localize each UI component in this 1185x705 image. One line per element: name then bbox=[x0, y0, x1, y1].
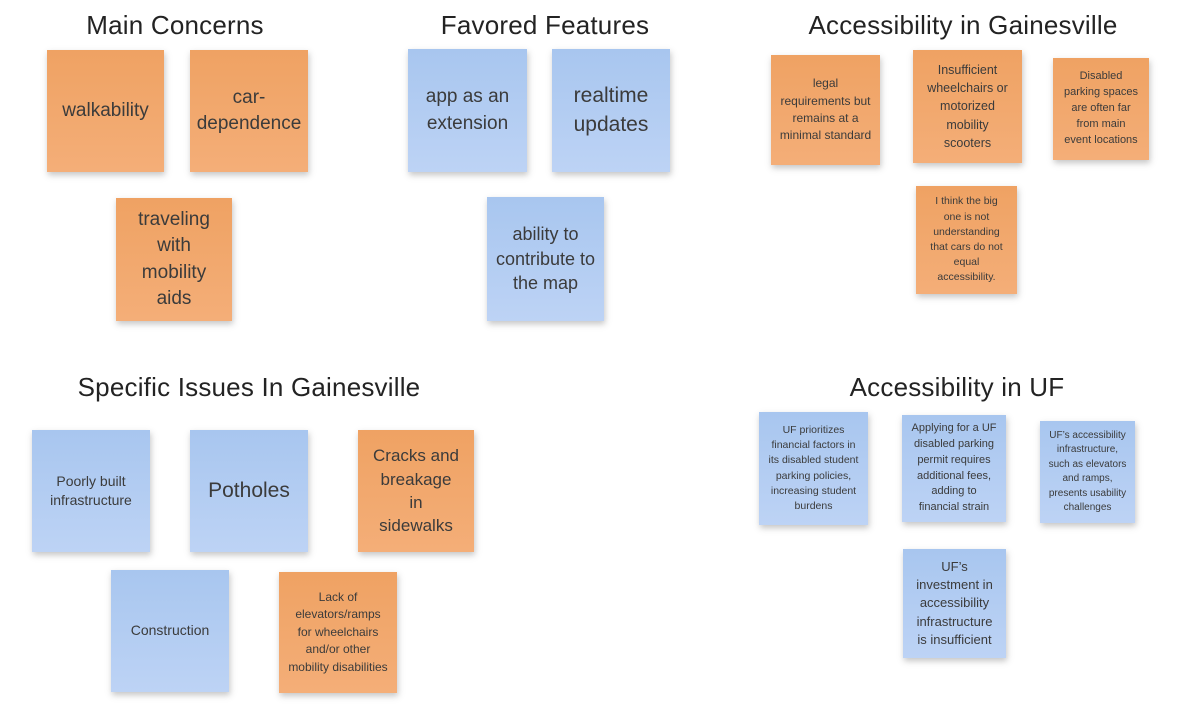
sticky-note-cracks-breakage-sidewalks[interactable]: Cracks and breakage in sidewalks bbox=[358, 430, 474, 552]
sticky-note-poorly-built-infrastructure[interactable]: Poorly built infrastructure bbox=[32, 430, 150, 552]
sticky-note-car-dependence[interactable]: car-dependence bbox=[190, 50, 308, 172]
sticky-note-disabled-parking-spaces[interactable]: Disabled parking spaces are often far fr… bbox=[1053, 58, 1149, 160]
sticky-note-realtime-updates[interactable]: realtime updates bbox=[552, 49, 670, 172]
sticky-note-uf-parking-permit-fees[interactable]: Applying for a UF disabled parking permi… bbox=[902, 415, 1006, 522]
sticky-note-app-as-extension[interactable]: app as an extension bbox=[408, 49, 527, 172]
sticky-note-insufficient-wheelchairs[interactable]: Insufficient wheelchairs or motorized mo… bbox=[913, 50, 1022, 163]
sticky-note-walkability[interactable]: walkability bbox=[47, 50, 164, 172]
sticky-note-legal-requirements[interactable]: legal requirements but remains at a mini… bbox=[771, 55, 880, 165]
group-title-accessibility-uf: Accessibility in UF bbox=[849, 372, 1065, 402]
group-title-main-concerns: Main Concerns bbox=[86, 10, 264, 40]
sticky-note-lack-of-elevators-ramps[interactable]: Lack of elevators/ramps for wheelchairs … bbox=[279, 572, 397, 693]
group-title-accessibility-gainesville: Accessibility in Gainesville bbox=[808, 10, 1118, 40]
sticky-note-potholes[interactable]: Potholes bbox=[190, 430, 308, 552]
sticky-note-uf-financial-factors[interactable]: UF prioritizes financial factors in its … bbox=[759, 412, 868, 525]
sticky-note-cars-not-equal-accessibility[interactable]: I think the big one is not understanding… bbox=[916, 186, 1017, 294]
sticky-note-uf-investment-insufficient[interactable]: UF’s investment in accessibility infrast… bbox=[903, 549, 1006, 658]
sticky-note-contribute-to-map[interactable]: ability to contribute to the map bbox=[487, 197, 604, 321]
sticky-note-traveling-with-mobility-aids[interactable]: traveling with mobility aids bbox=[116, 198, 232, 321]
sticky-note-uf-infrastructure-usability[interactable]: UF’s accessibility infrastructure, such … bbox=[1040, 421, 1135, 523]
group-title-specific-issues-gainesville: Specific Issues In Gainesville bbox=[77, 372, 421, 402]
sticky-note-construction[interactable]: Construction bbox=[111, 570, 229, 692]
group-title-favored-features: Favored Features bbox=[440, 10, 650, 40]
